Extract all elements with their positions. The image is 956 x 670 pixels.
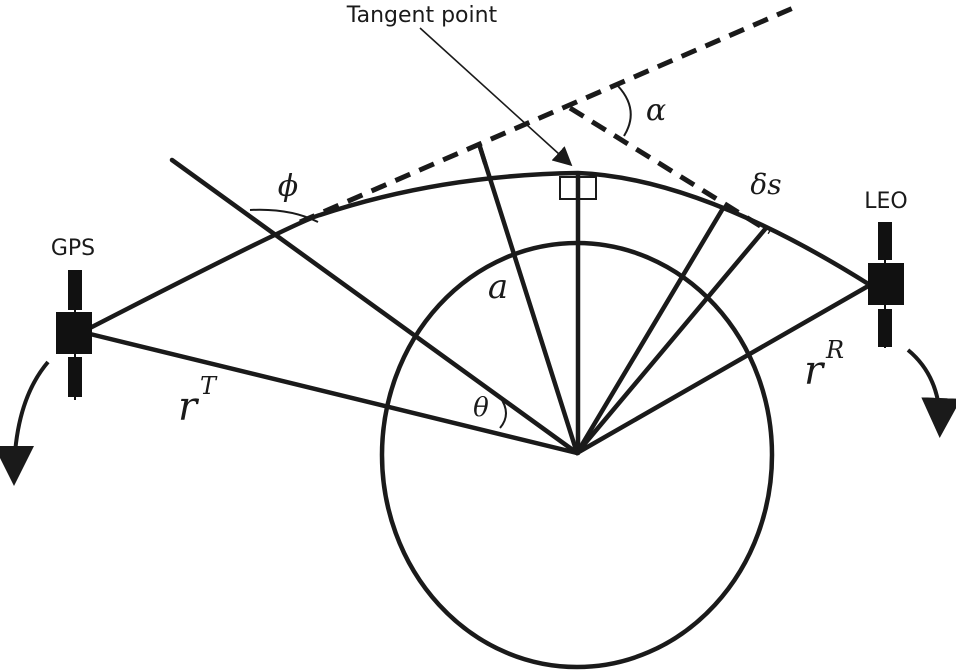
a-label: a <box>488 267 508 307</box>
outgoing-tangent-dashed <box>568 105 772 235</box>
svg-text:r: r <box>178 384 200 430</box>
incoming-asymptote-line <box>169 157 580 456</box>
svg-text:T: T <box>200 372 218 400</box>
r-transmitter-label: r T <box>178 372 218 430</box>
alpha-angle-arc <box>617 85 632 137</box>
impact-parameter-line <box>477 144 580 456</box>
svg-text:r: r <box>804 348 826 394</box>
right-angle-marker <box>559 176 597 200</box>
delta-s-label: δs <box>750 168 781 201</box>
r-receiver-label: r R <box>804 336 844 394</box>
radius-line-4 <box>574 225 769 456</box>
leo-motion-arrow <box>906 348 956 438</box>
impact-parameter-tick <box>477 144 488 166</box>
incoming-tangent-dashed <box>299 2 801 225</box>
ray-path-arc <box>83 170 873 333</box>
gps-label: GPS <box>51 236 95 261</box>
radius-to-gps <box>83 330 580 456</box>
alpha-label: α <box>646 93 666 128</box>
theta-angle-arc <box>499 396 507 429</box>
gps-motion-arrow <box>0 360 50 486</box>
theta-label: θ <box>473 393 489 423</box>
leo-satellite-icon <box>868 222 904 348</box>
radius-line-3 <box>574 207 725 456</box>
tangent-point-pointer <box>419 27 573 167</box>
svg-text:R: R <box>825 336 844 364</box>
radius-to-leo <box>574 282 873 456</box>
gps-satellite-icon <box>56 270 92 400</box>
phi-label: ϕ <box>278 169 298 204</box>
leo-label: LEO <box>864 189 907 214</box>
tangent-point-label: Tangent point <box>346 3 498 28</box>
phi-angle-arc <box>249 208 319 223</box>
